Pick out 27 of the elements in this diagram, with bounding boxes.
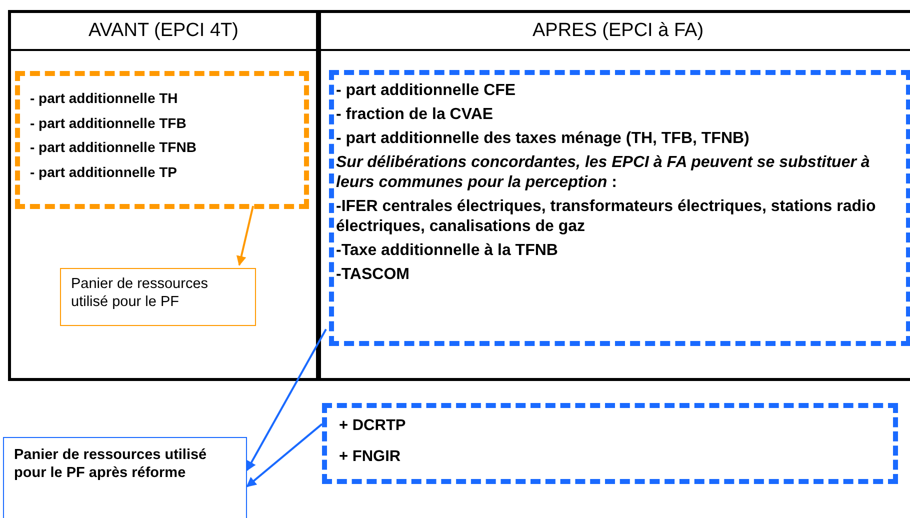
list-item-text: -Taxe additionnelle à la TFNB (336, 241, 559, 261)
callout-text: Panier de ressources utilisé pour le PF (71, 275, 210, 312)
list-item-text: Sur délibérations concordantes, les EPCI à FA peuvent se substituer à leurs communes pour la perception : (336, 153, 871, 193)
list-item-text: -IFER centrales électriques, transformateurs électriques, stations radio électriques, canalisations de gaz (336, 197, 877, 237)
list-item-text: -TASCOM (336, 265, 410, 285)
dashed-group-box (329, 70, 910, 346)
column-header: APRES (EPCI à FA) (321, 13, 910, 51)
list-item-text: - fraction de la CVAE (336, 105, 494, 125)
list-item-text: + DCRTP (339, 416, 407, 436)
dashed-group-box (15, 71, 309, 209)
list-item-text: + FNGIR (339, 447, 402, 467)
arrow (246, 423, 323, 488)
list-item-text: - part additionnelle TP (30, 164, 178, 181)
table-column (318, 10, 910, 381)
list-item-text: - part additionnelle des taxes ménage (TH, TFB, TFNB) (336, 129, 750, 149)
callout-box (60, 268, 256, 326)
arrow (246, 328, 327, 472)
list-item-text: - part additionnelle TH (30, 90, 179, 108)
list-item-text: - part additionnelle CFE (336, 81, 517, 101)
arrow (236, 206, 254, 266)
column-header: AVANT (EPCI 4T) (11, 13, 316, 51)
callout-text: Panier de ressources utilisé pour le PF après réforme (14, 446, 208, 482)
list-item-text: - part additionnelle TFNB (30, 139, 198, 156)
dashed-group-box (322, 403, 898, 484)
list-item-text: - part additionnelle TFB (30, 114, 188, 132)
callout-box (3, 437, 247, 518)
table-column (8, 10, 319, 381)
